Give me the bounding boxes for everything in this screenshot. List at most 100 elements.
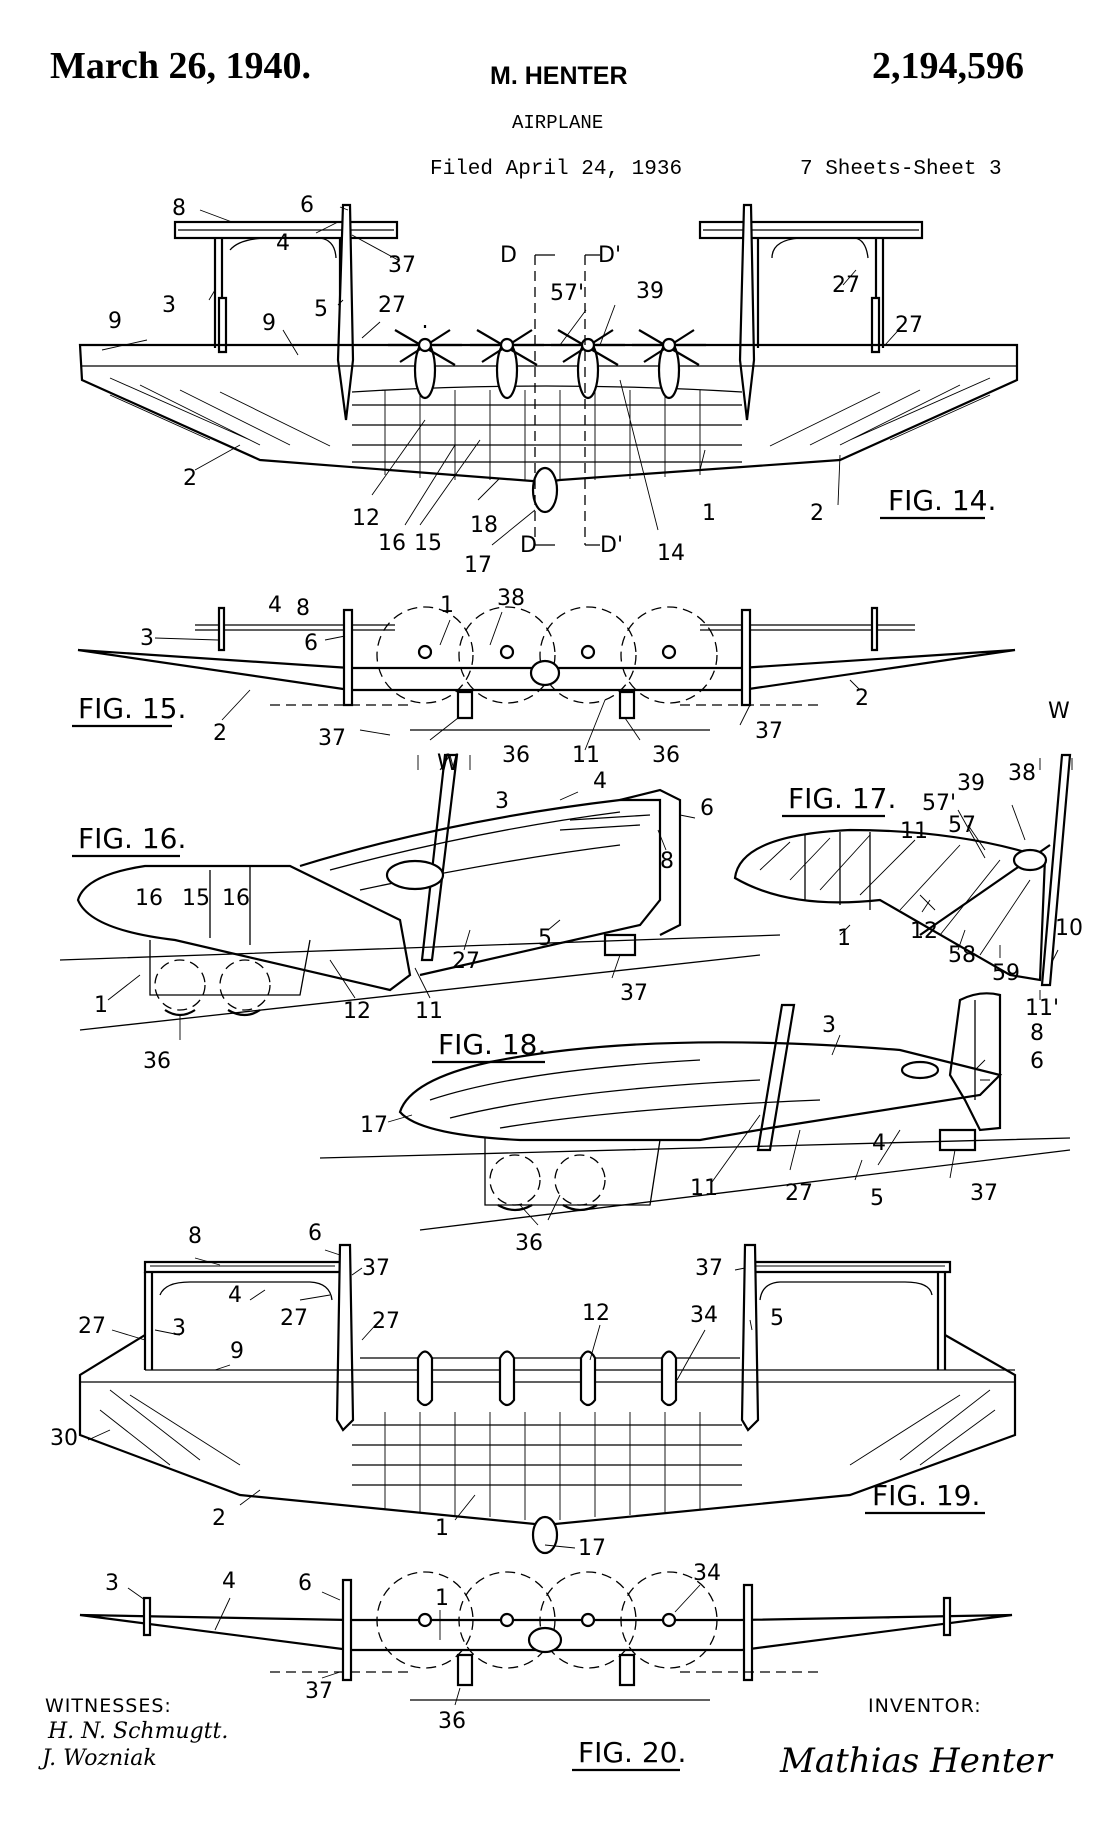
- ref-8: 8: [1030, 1021, 1044, 1046]
- figure-14: 8 6 4 37 3 5 27 9 9 D D' 57' 39 27 27 2 …: [78, 193, 1019, 578]
- ref-36: 36: [515, 1231, 543, 1256]
- invention-title: AIRPLANE: [512, 112, 604, 134]
- ref-9: 9: [262, 311, 276, 336]
- figure-16: 16 15 16 1 12 11 27 5 3 4 6 8 37 36 W FI…: [59, 751, 781, 1074]
- ref-3: 3: [495, 789, 509, 814]
- ref-2: 2: [183, 466, 197, 491]
- ref-27: 27: [280, 1306, 308, 1331]
- ref-18: 18: [470, 513, 498, 538]
- ref-9: 9: [230, 1339, 244, 1364]
- ref-15: 15: [414, 531, 442, 556]
- ref-3: 3: [105, 1571, 119, 1596]
- figure-17: 57' 39 38 W 11 57 1 12 58 59 10 11' FIG.…: [733, 699, 1083, 1021]
- ref-8: 8: [188, 1224, 202, 1249]
- ref-37: 37: [318, 726, 346, 751]
- ref-9: 9: [108, 309, 122, 334]
- fig-14-label: FIG. 14.: [888, 484, 996, 517]
- ref-36: 36: [438, 1709, 466, 1734]
- patent-number: 2,194,596: [872, 45, 1024, 87]
- ref-3: 3: [172, 1316, 186, 1341]
- ref-36: 36: [502, 743, 530, 768]
- wing-section-detail: [733, 828, 1047, 982]
- ref-11: 11: [415, 999, 443, 1024]
- ref-17: 17: [360, 1113, 388, 1138]
- ref-4: 4: [228, 1283, 242, 1308]
- ref-15: 15: [182, 886, 210, 911]
- ref-17: 17: [464, 553, 492, 578]
- ref-16: 16: [135, 886, 163, 911]
- ref-12: 12: [352, 506, 380, 531]
- ref-3: 3: [822, 1013, 836, 1038]
- ref-6: 6: [308, 1221, 322, 1246]
- figure-15: 3 4 8 6 1 38 2 2 37 37 36 11 36 FIG. 15.: [72, 586, 1016, 768]
- ref-W: W: [1048, 699, 1070, 724]
- ref-59: 59: [992, 961, 1020, 986]
- ref-27: 27: [78, 1314, 106, 1339]
- ref-4: 4: [222, 1569, 236, 1594]
- ref-2: 2: [855, 686, 869, 711]
- ref-38: 38: [1008, 761, 1036, 786]
- ref-38: 38: [497, 586, 525, 611]
- ref-6: 6: [700, 796, 714, 821]
- figure-20: 3 4 6 1 34 37 36 FIG. 20.: [79, 1561, 1013, 1772]
- ref-14: 14: [657, 541, 685, 566]
- witness-signature-2: J. Wozniak: [38, 1746, 157, 1771]
- section-D-prime: D': [600, 533, 623, 558]
- witnesses-label: WITNESSES:: [45, 1695, 172, 1717]
- ref-1: 1: [440, 593, 454, 618]
- wing-section-side: [76, 864, 412, 992]
- ref-3: 3: [140, 626, 154, 651]
- fin-left-19: [335, 1243, 355, 1432]
- fin-right-19: [740, 1243, 760, 1432]
- ref-4: 4: [593, 769, 607, 794]
- figure-19: 8 6 37 37 4 27 27 27 3 9 12 34 5 30 2 1 …: [50, 1221, 1017, 1561]
- fig-16-label: FIG. 16.: [78, 822, 186, 855]
- ref-37: 37: [388, 253, 416, 278]
- fig-20-label: FIG. 20.: [578, 1736, 686, 1769]
- ref-27: 27: [452, 949, 480, 974]
- fig-15-label: FIG. 15.: [78, 692, 186, 725]
- ref-8: 8: [172, 196, 186, 221]
- ref-16: 16: [222, 886, 250, 911]
- ref-17: 17: [578, 1536, 606, 1561]
- ref-1: 1: [94, 993, 108, 1018]
- ref-37: 37: [695, 1256, 723, 1281]
- ref-36: 36: [143, 1049, 171, 1074]
- inventor-signature: Mathias Henter: [779, 1741, 1053, 1781]
- inventor-name: M. HENTER: [490, 62, 628, 90]
- ref-57-prime: 57': [550, 281, 584, 306]
- ref-W: W: [437, 751, 459, 776]
- ref-1: 1: [702, 501, 716, 526]
- sheet-count: 7 Sheets-Sheet 3: [800, 158, 1002, 181]
- ref-16: 16: [378, 531, 406, 556]
- ref-5: 5: [314, 297, 328, 322]
- ref-4: 4: [872, 1131, 886, 1156]
- ref-5: 5: [538, 926, 552, 951]
- section-D-prime: D': [598, 243, 621, 268]
- ref-5: 5: [770, 1306, 784, 1331]
- ref-27: 27: [832, 273, 860, 298]
- ref-27: 27: [895, 313, 923, 338]
- ref-4: 4: [276, 231, 290, 256]
- section-D: D: [500, 243, 517, 268]
- ref-2: 2: [213, 721, 227, 746]
- ref-2: 2: [212, 1506, 226, 1531]
- figure-18: 17 11 27 5 4 37 3 8 6 36 FIG. 18.: [319, 992, 1071, 1256]
- ref-8: 8: [296, 596, 310, 621]
- ref-58: 58: [948, 943, 976, 968]
- cockpit-front: [529, 659, 561, 687]
- fig-18-label: FIG. 18.: [438, 1028, 546, 1061]
- ref-3: 3: [162, 293, 176, 318]
- ref-6: 6: [298, 1571, 312, 1596]
- ref-11: 11: [572, 743, 600, 768]
- ref-27: 27: [372, 1309, 400, 1334]
- ref-57-prime: 57': [922, 791, 956, 816]
- ref-11: 11: [690, 1176, 718, 1201]
- ref-6: 6: [304, 631, 318, 656]
- ref-12: 12: [910, 919, 938, 944]
- ref-37: 37: [362, 1256, 390, 1281]
- ref-37: 37: [305, 1679, 333, 1704]
- ref-4: 4: [268, 593, 282, 618]
- ref-34: 34: [690, 1303, 718, 1328]
